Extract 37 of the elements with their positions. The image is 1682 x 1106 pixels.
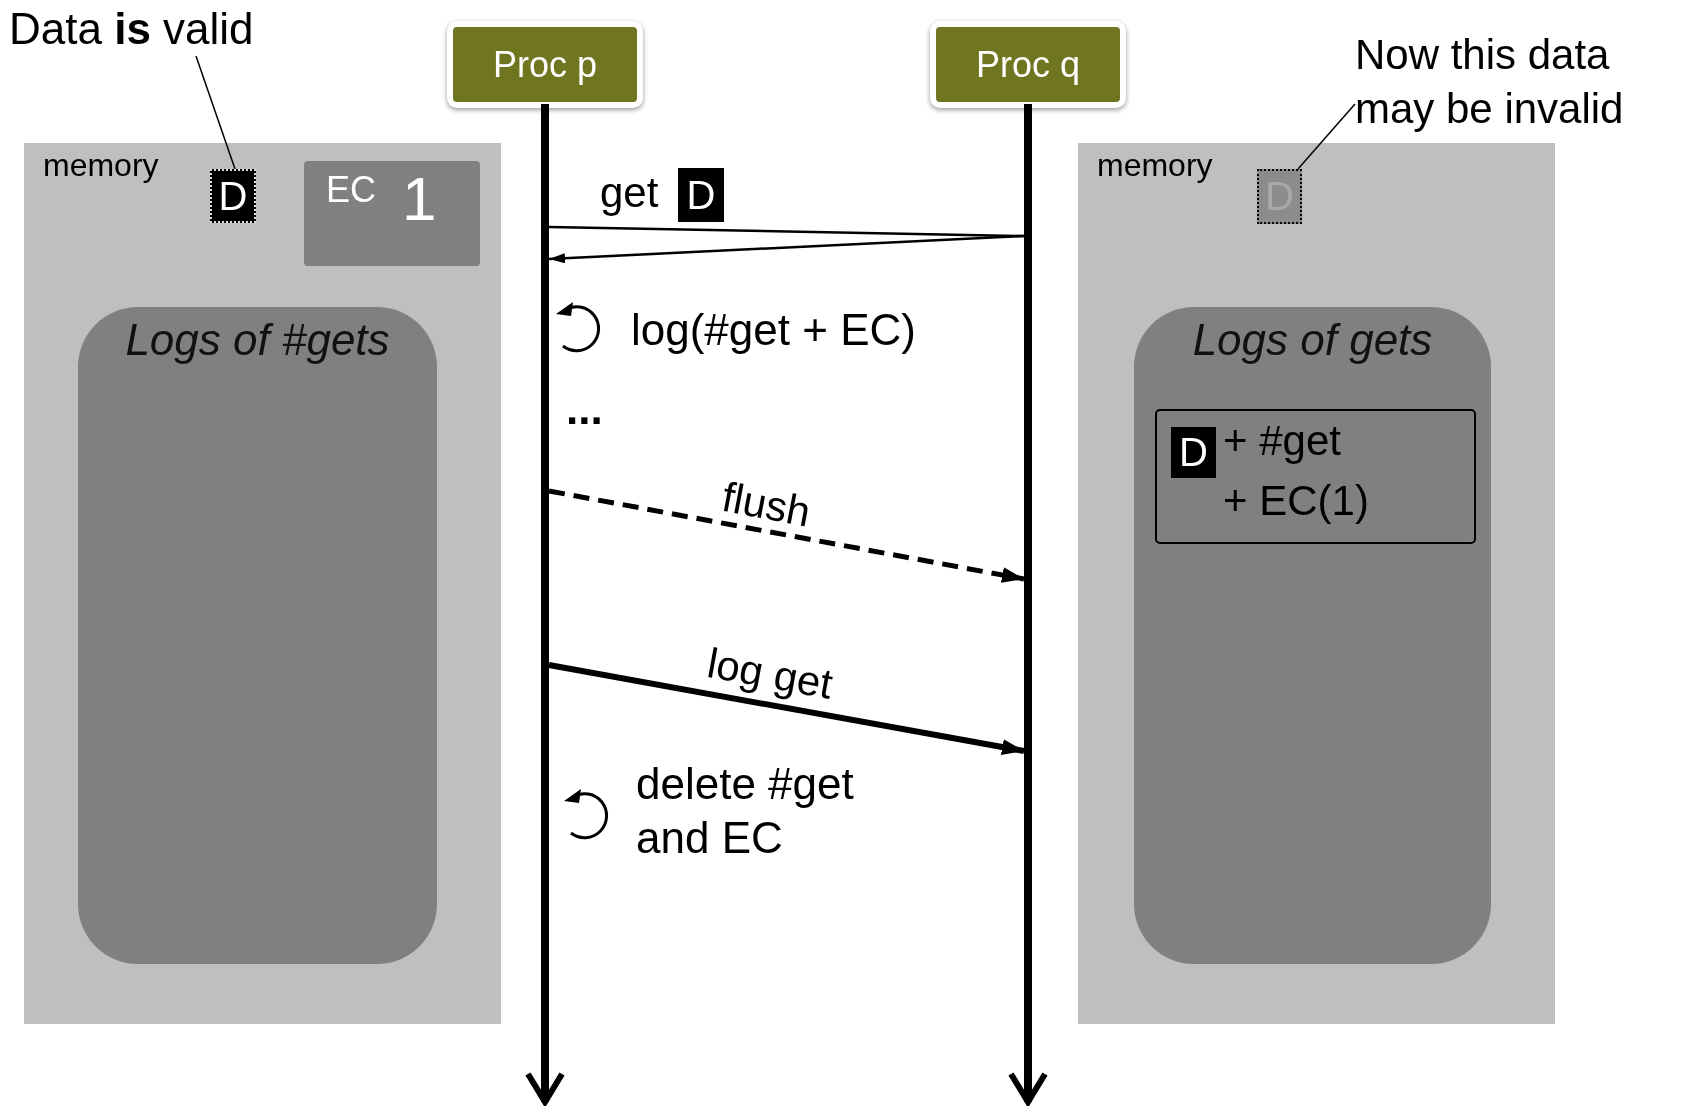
leader-line [1297,103,1356,170]
edge-label: flush [718,474,815,536]
lifeline [1024,104,1032,1060]
callout-text: Data is valid [9,4,299,56]
process-name: Proc p [491,43,598,87]
message-arrow [548,662,1025,755]
log-entry-box [1155,409,1476,544]
data-letter: D [685,172,717,219]
data-block [1171,427,1216,478]
message-arrow [548,488,1025,583]
data-letter: D [1178,429,1209,476]
step-text: log(#get + EC) [631,305,916,356]
ellipsis-text: ... [566,384,603,435]
edge-label: log get [703,640,837,708]
area-title: Logs of #gets [124,315,391,366]
callout-text: Now this data may be invalid [1355,28,1677,140]
counter-text: 1 [402,163,437,235]
counter-text: EC [326,169,376,211]
message-arrow [548,234,1025,264]
memory-panel [1078,143,1555,1024]
panel-title: memory [1097,147,1213,184]
edge-label: get [600,170,659,217]
data-letter: D [217,173,249,220]
leader-line [195,55,236,170]
data-block [210,169,256,223]
process-name: Proc q [974,43,1081,87]
log-area [78,307,437,964]
lifeline [541,104,549,1060]
step-text: delete #get and EC [636,758,855,864]
log-entry-text: + #get + EC(1) [1223,416,1370,526]
data-block [678,168,724,222]
memory-panel [24,143,501,1024]
counter-box [304,161,480,266]
data-block [1257,169,1302,224]
area-title: Logs of gets [1191,315,1434,366]
panel-title: memory [43,147,159,184]
log-area [1134,307,1491,964]
